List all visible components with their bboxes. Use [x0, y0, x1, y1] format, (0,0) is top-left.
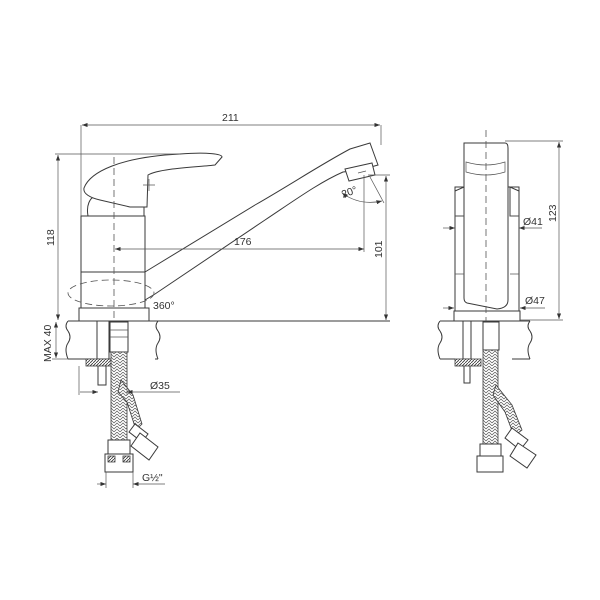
angle-20: 20°	[340, 184, 359, 201]
dim-211: 211	[222, 112, 239, 124]
side-base	[453, 310, 521, 322]
front-view: 360° 211 118 MAX 40	[42, 112, 390, 488]
dim-d41: Ø41	[523, 216, 543, 228]
dim-d35: Ø35	[150, 380, 170, 392]
mounting-assembly	[85, 320, 159, 473]
dim-max-40: MAX 40	[42, 324, 54, 362]
dim-118: 118	[45, 229, 57, 246]
dim-123: 123	[547, 204, 559, 222]
lever-handle	[83, 152, 223, 208]
dim-101: 101	[373, 240, 385, 258]
side-view: 123 Ø41 Ø47	[437, 130, 563, 473]
dim-g-half: G½"	[142, 472, 163, 484]
dim-176: 176	[234, 236, 252, 248]
spout	[144, 142, 379, 301]
rotation-label: 360°	[153, 300, 175, 312]
rotation-ellipse	[67, 279, 155, 307]
dim-d47: Ø47	[525, 295, 545, 307]
side-spout	[463, 142, 509, 310]
